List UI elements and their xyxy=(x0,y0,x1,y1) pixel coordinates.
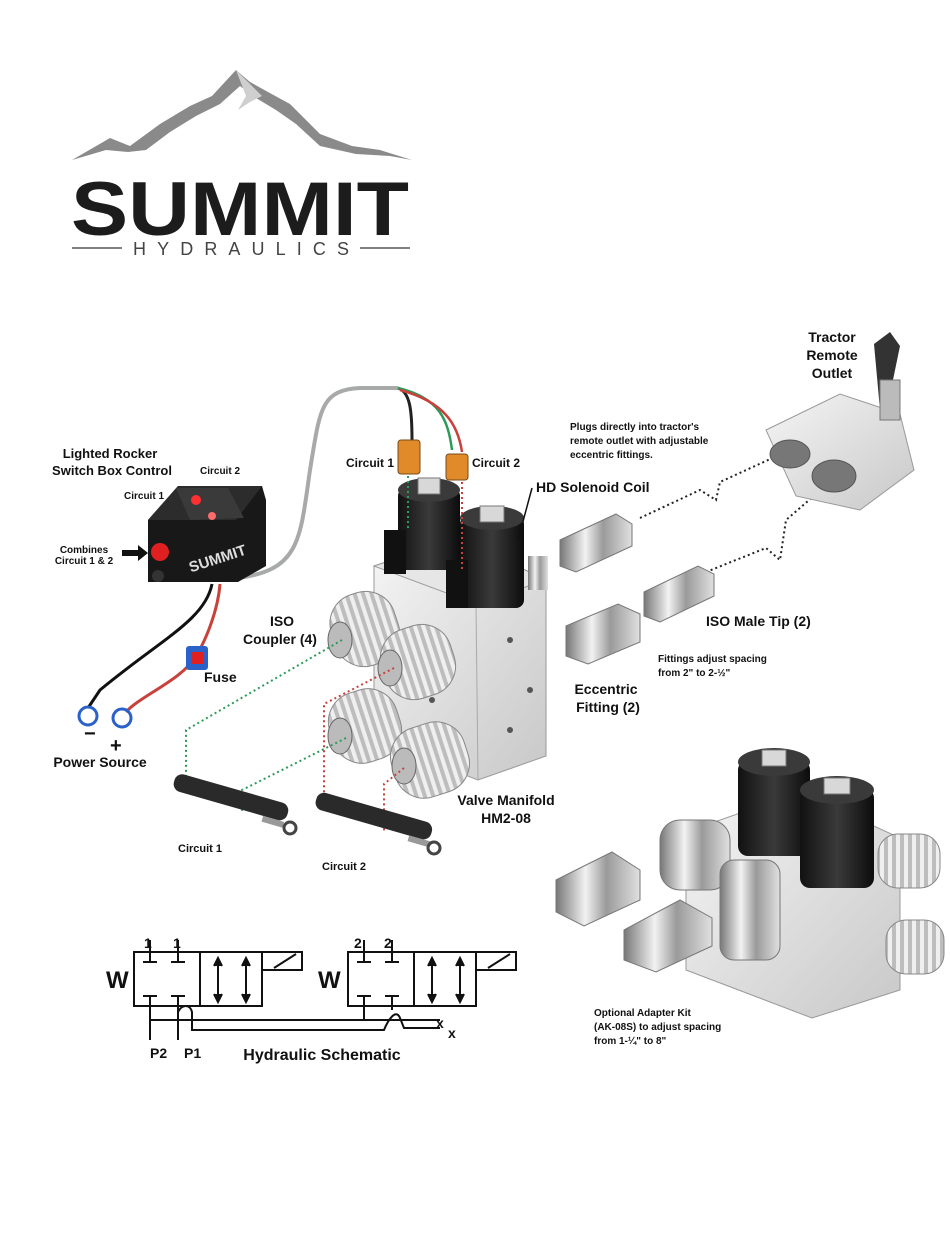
terminal-minus xyxy=(77,705,99,727)
arrow-icon xyxy=(122,545,148,561)
connector-plug-1 xyxy=(397,439,421,475)
minus-sign: − xyxy=(84,723,96,745)
cylinder-1-label: Circuit 1 xyxy=(178,843,222,855)
rocker-light-2 xyxy=(208,512,216,520)
cylinder-2-label: Circuit 2 xyxy=(322,861,366,873)
schematic-valve-1 xyxy=(133,940,303,1040)
iso-coupler-label: ISO Coupler (4) xyxy=(243,613,317,647)
schematic-p1: P1 xyxy=(184,1045,201,1061)
schematic-valve-2 xyxy=(347,940,517,1020)
svg-text:Outlet: Outlet xyxy=(812,365,853,381)
cylinder-circuit-1 xyxy=(173,774,298,836)
solenoid-coil-1 xyxy=(384,477,460,574)
schematic-port-1b: 1 xyxy=(173,935,181,951)
schematic-port-1a: 1 xyxy=(144,935,152,951)
svg-text:(AK-08S) to adjust spacing: (AK-08S) to adjust spacing xyxy=(594,1022,721,1033)
svg-text:from 2" to 2-½": from 2" to 2-½" xyxy=(658,668,731,679)
tractor-remote-outlet xyxy=(765,332,915,511)
valve-manifold-label: Valve Manifold HM2-08 xyxy=(457,792,554,826)
switch-circuit-1-label: Circuit 1 xyxy=(124,491,164,502)
svg-text:Lighted Rocker: Lighted Rocker xyxy=(63,446,158,461)
svg-text:Optional Adapter Kit: Optional Adapter Kit xyxy=(594,1008,692,1019)
switch-box-label: Lighted Rocker Switch Box Control xyxy=(52,446,172,478)
schematic-w-label-1: W xyxy=(106,967,129,994)
schematic-x-lower: x xyxy=(448,1025,456,1041)
valve-manifold xyxy=(327,439,548,799)
plugs-note: Plugs directly into tractor's remote out… xyxy=(570,422,709,461)
mountain-icon xyxy=(72,70,412,160)
iso-male-tip-1 xyxy=(559,513,633,573)
plug-circuit-1-label: Circuit 1 xyxy=(346,456,394,470)
eccentric-fitting xyxy=(565,603,641,665)
schematic-w-label-2: W xyxy=(318,967,341,994)
fuse xyxy=(186,646,208,670)
svg-text:ISO: ISO xyxy=(270,613,294,629)
connector-plug-2 xyxy=(445,453,469,481)
iso-coupler-4 xyxy=(390,721,470,799)
svg-text:remote outlet with adjustable: remote outlet with adjustable xyxy=(570,436,709,447)
adapter-coil-2 xyxy=(800,788,874,888)
adapter-coil-1 xyxy=(738,760,810,856)
fittings-note: Fittings adjust spacing from 2" to 2-½" xyxy=(658,654,767,679)
svg-text:Fitting (2): Fitting (2) xyxy=(576,699,640,715)
svg-text:Plugs directly into tractor's: Plugs directly into tractor's xyxy=(570,422,700,433)
schematic-x-upper: x xyxy=(436,1015,444,1031)
svg-text:Eccentric: Eccentric xyxy=(574,681,637,697)
svg-text:from 1-¼" to 8": from 1-¼" to 8" xyxy=(594,1036,667,1047)
hd-solenoid-label: HD Solenoid Coil xyxy=(536,479,650,495)
combine-button xyxy=(151,543,169,561)
tractor-outlet-label: Tractor Remote Outlet xyxy=(806,329,858,381)
svg-text:Tractor: Tractor xyxy=(808,329,856,345)
schematic-port-2b: 2 xyxy=(384,935,392,951)
combines-label: Combines Circuit 1 & 2 xyxy=(55,545,114,567)
solenoid-coil-2 xyxy=(446,505,524,608)
schematic-port-2a: 2 xyxy=(354,935,362,951)
adapter-kit-assembly xyxy=(555,748,945,1019)
cylinder-circuit-2 xyxy=(315,792,442,856)
switch-circuit-2-label: Circuit 2 xyxy=(200,466,240,477)
rocker-light-1 xyxy=(191,495,201,505)
fuse-label: Fuse xyxy=(204,669,237,685)
svg-text:Combines: Combines xyxy=(60,545,109,556)
eccentric-label: Eccentric Fitting (2) xyxy=(574,681,639,715)
power-source-label: Power Source xyxy=(53,754,147,770)
adapter-note: Optional Adapter Kit (AK-08S) to adjust … xyxy=(594,1008,721,1047)
plug-circuit-2-label: Circuit 2 xyxy=(472,456,520,470)
schematic-title: Hydraulic Schematic xyxy=(243,1047,401,1064)
iso-male-tip-2 xyxy=(643,565,715,623)
hydraulic-schematic xyxy=(133,940,517,1040)
summit-logo: SUMMIT HYDRAULICS xyxy=(71,70,412,259)
svg-text:Remote: Remote xyxy=(806,347,858,363)
svg-text:Fittings adjust spacing: Fittings adjust spacing xyxy=(658,654,767,665)
svg-text:eccentric fittings.: eccentric fittings. xyxy=(570,450,653,461)
svg-text:Switch Box Control: Switch Box Control xyxy=(52,463,172,478)
terminal-plus xyxy=(111,707,133,729)
schematic-p2: P2 xyxy=(150,1045,167,1061)
plus-sign: + xyxy=(110,735,122,757)
iso-coupler-3 xyxy=(327,688,403,764)
svg-text:Coupler (4): Coupler (4) xyxy=(243,631,317,647)
svg-text:HM2-08: HM2-08 xyxy=(481,810,531,826)
iso-male-tip-label: ISO Male Tip (2) xyxy=(706,613,811,629)
brand-name: SUMMIT xyxy=(71,167,409,252)
svg-text:Circuit 1 & 2: Circuit 1 & 2 xyxy=(55,556,114,567)
switch-box: SUMMIT xyxy=(148,486,266,582)
svg-text:Valve Manifold: Valve Manifold xyxy=(457,792,554,808)
